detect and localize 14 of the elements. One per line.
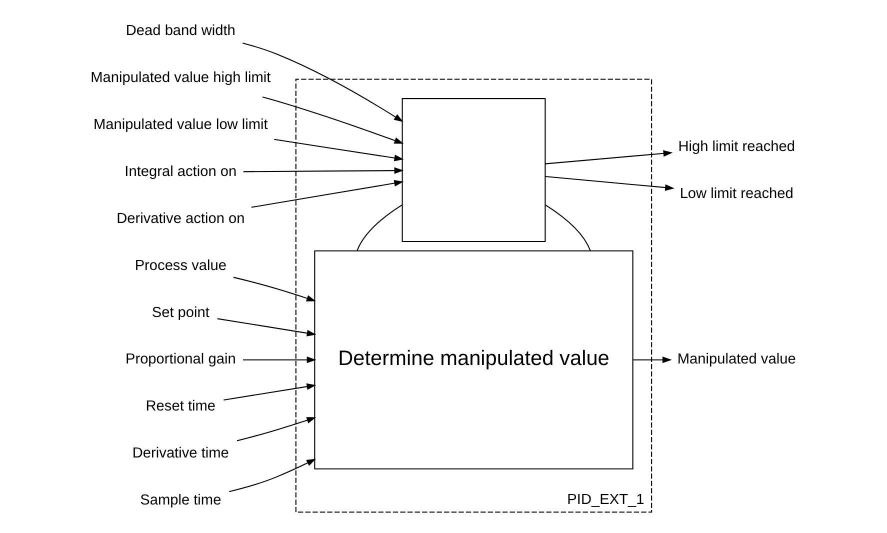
node-text: Low limit reached [680, 186, 794, 202]
node-text: Dead band width [126, 23, 236, 40]
node-text: Derivative time [132, 446, 229, 462]
node-text: Set point [152, 304, 210, 321]
node-text: Sample time [140, 492, 222, 509]
node-text: Manipulated value [677, 352, 796, 368]
node-text: High limit reached [678, 138, 795, 155]
node-text: Manipulated value high limit [90, 70, 271, 86]
node-text: Process value [134, 258, 226, 274]
node-text: Proportional gain [125, 352, 236, 368]
node-text: Derivative action on [116, 210, 245, 227]
node-text: Manipulated value low limit [93, 117, 268, 134]
node-text: Integral action on [124, 164, 237, 180]
node-text: Reset time [146, 398, 216, 415]
